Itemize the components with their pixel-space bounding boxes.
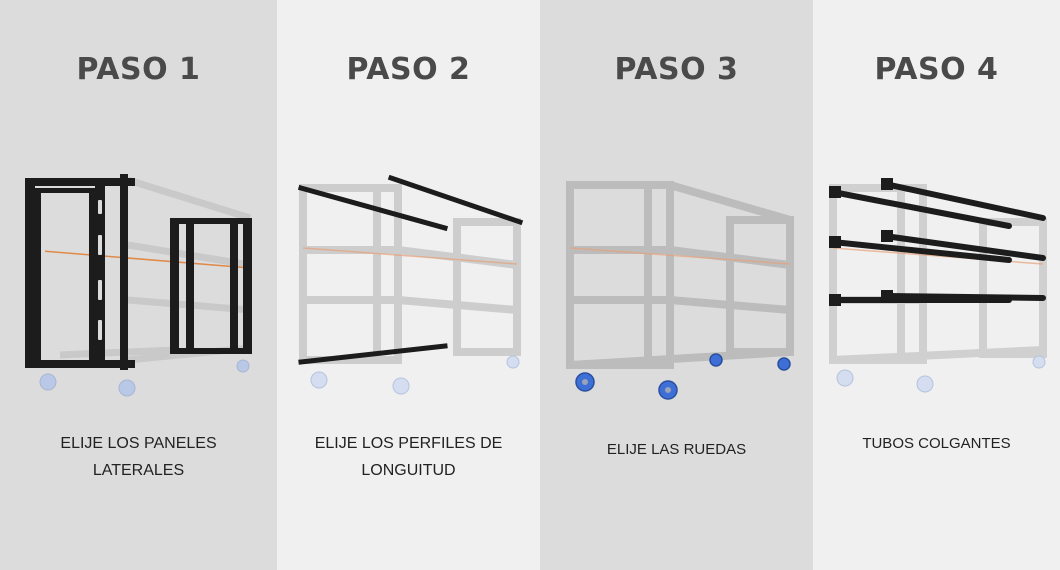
step-1-description: ELIJE LOS PANELES LATERALES	[60, 435, 217, 479]
step-3-description: ELIJE LAS RUEDAS	[606, 441, 747, 458]
step-1-title: PASO 1	[76, 52, 201, 87]
rack-side-panels-illustration	[25, 174, 252, 397]
step-2-title: PASO 2	[346, 52, 471, 87]
step-3-title: PASO 3	[614, 52, 739, 87]
step-4-panel: PASO 4	[813, 0, 1060, 570]
step-1-panel: PASO 1	[0, 0, 277, 570]
step-4-description: TUBOS COLGANTES	[862, 435, 1011, 452]
step-3-panel: PASO 3	[540, 0, 813, 570]
rack-hanging-tubes-illustration	[829, 178, 1047, 393]
step-2-description: ELIJE LOS PERFILES DE LONGUITUD	[314, 435, 503, 479]
rack-wheels-illustration	[566, 181, 794, 400]
step-4-title: PASO 4	[874, 52, 999, 87]
rack-length-profiles-illustration	[297, 174, 524, 395]
step-2-panel: PASO 2 ELIJE	[277, 0, 540, 570]
